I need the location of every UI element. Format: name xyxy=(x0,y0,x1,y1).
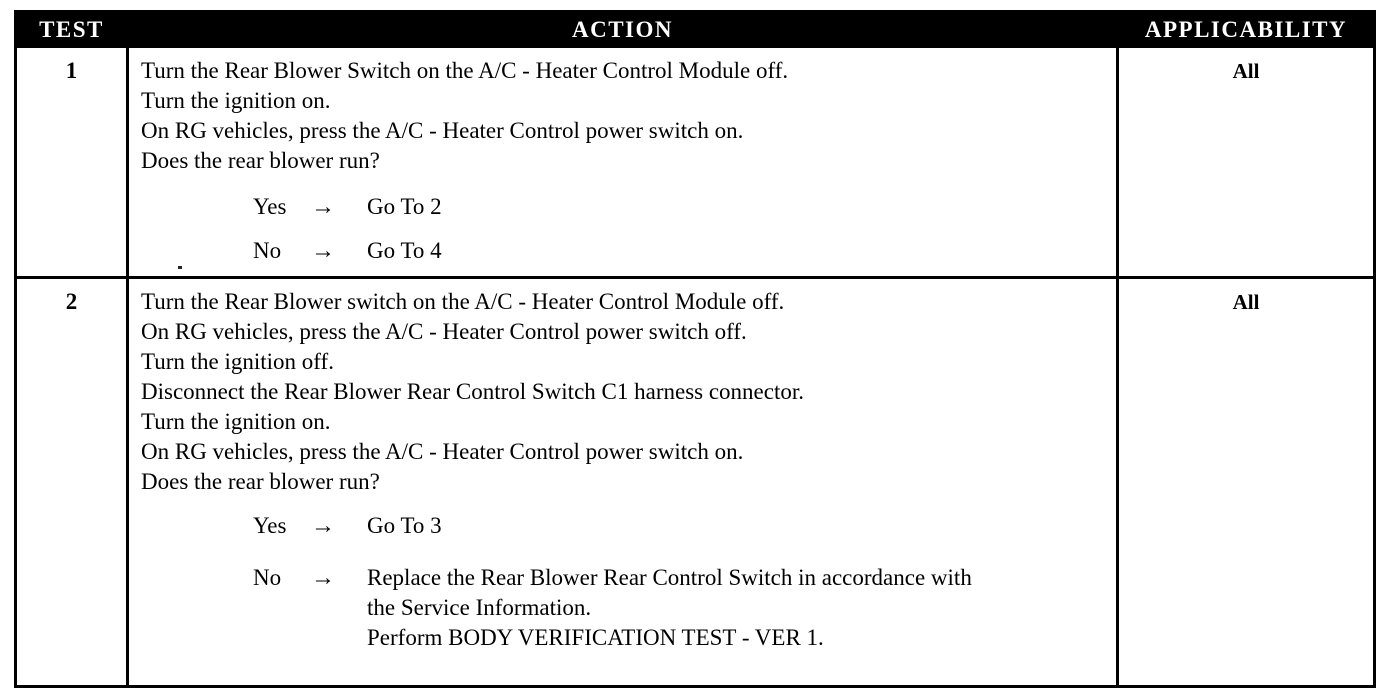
branch-label: Yes xyxy=(253,513,287,538)
branch-result: Go To 2 xyxy=(367,192,1116,222)
branch-result-line: Go To 2 xyxy=(367,194,442,219)
action-cell: Turn the Rear Blower Switch on the A/C -… xyxy=(126,48,1119,276)
branch-result-line: the Service Information. xyxy=(367,595,592,620)
branch-label: Yes xyxy=(253,194,287,219)
branch-result: Replace the Rear Blower Rear Control Swi… xyxy=(367,563,1116,653)
action-step: On RG vehicles, press the A/C - Heater C… xyxy=(141,319,747,344)
action-step: Turn the ignition off. xyxy=(141,349,334,374)
action-step: Turn the ignition on. xyxy=(141,409,331,434)
branch-label: No xyxy=(253,565,282,590)
branch-result-line: Replace the Rear Blower Rear Control Swi… xyxy=(367,565,972,590)
test-number: 2 xyxy=(65,289,78,314)
table-row: 1 Turn the Rear Blower Switch on the A/C… xyxy=(17,48,1373,276)
diagnostic-test-table: TEST ACTION APPLICABILITY 1 Turn the Rea… xyxy=(14,10,1376,688)
arrow-right-icon: → xyxy=(311,513,335,539)
scan-artifact xyxy=(178,266,182,269)
column-header-applicability: APPLICABILITY xyxy=(1144,16,1348,42)
branch-result: Go To 3 xyxy=(367,511,1116,541)
branch-list: Yes → Go To 2 No → Go To 4 xyxy=(141,192,1116,266)
branch-yes: Yes → Go To 2 xyxy=(141,192,1116,222)
table-header-row: TEST ACTION APPLICABILITY xyxy=(17,10,1373,48)
table-row: 2 Turn the Rear Blower switch on the A/C… xyxy=(17,276,1373,685)
branch-label: No xyxy=(253,238,282,263)
column-header-test: TEST xyxy=(39,16,104,42)
action-cell: Turn the Rear Blower switch on the A/C -… xyxy=(126,279,1119,685)
action-step: Turn the ignition on. xyxy=(141,88,331,113)
arrow-right-icon: → xyxy=(311,565,335,591)
action-step: Disconnect the Rear Blower Rear Control … xyxy=(141,379,805,404)
branch-result-line: Perform BODY VERIFICATION TEST - VER 1. xyxy=(367,625,824,650)
arrow-right-icon: → xyxy=(311,194,335,220)
branch-result-line: Go To 3 xyxy=(367,513,442,538)
applicability-value: All xyxy=(1232,59,1260,83)
applicability-value: All xyxy=(1232,290,1260,314)
branch-list: Yes → Go To 3 No → Replace the Rear Blow… xyxy=(141,511,1116,653)
action-step: On RG vehicles, press the A/C - Heater C… xyxy=(141,118,744,143)
arrow-right-icon: → xyxy=(311,238,335,264)
test-number: 1 xyxy=(65,58,78,83)
action-step: Turn the Rear Blower Switch on the A/C -… xyxy=(141,58,789,83)
branch-yes: Yes → Go To 3 xyxy=(141,511,1116,541)
action-step: Does the rear blower run? xyxy=(141,148,380,173)
action-step: Turn the Rear Blower switch on the A/C -… xyxy=(141,289,785,314)
action-step: On RG vehicles, press the A/C - Heater C… xyxy=(141,439,744,464)
branch-no: No → Go To 4 xyxy=(141,236,1116,266)
column-header-action: ACTION xyxy=(571,16,673,42)
branch-result: Go To 4 xyxy=(367,236,1116,266)
branch-no: No → Replace the Rear Blower Rear Contro… xyxy=(141,563,1116,653)
branch-result-line: Go To 4 xyxy=(367,238,442,263)
action-step: Does the rear blower run? xyxy=(141,469,380,494)
